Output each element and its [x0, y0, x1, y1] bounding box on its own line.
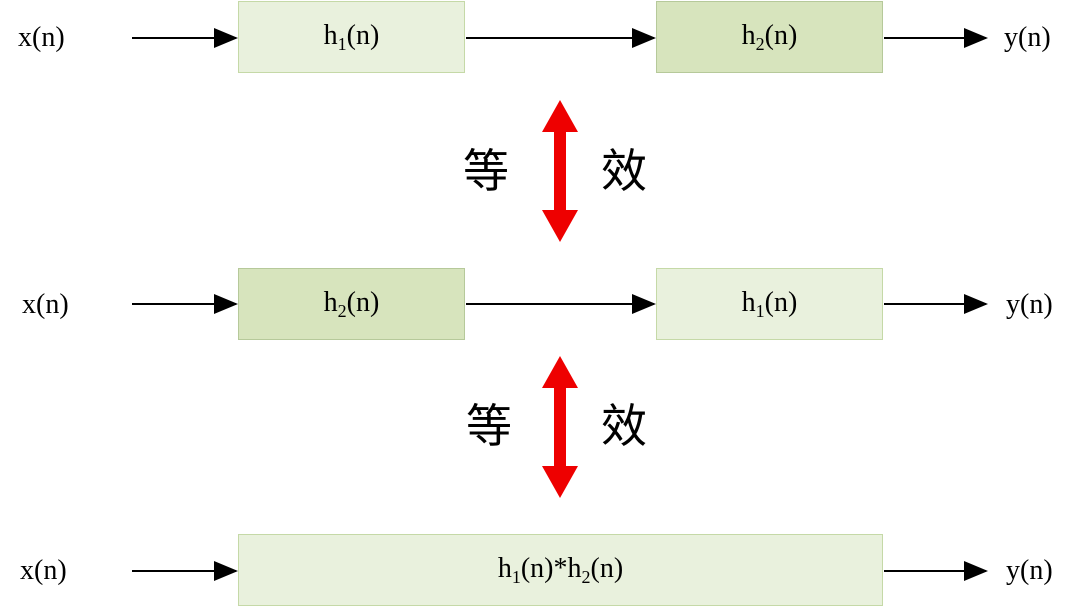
equivalence-char-right: 效 — [601, 399, 647, 453]
signal-arrows — [132, 294, 988, 314]
system-row-1: x(n) h1(n) h2(n) y(n) — [0, 1, 1088, 75]
input-label: x(n) — [22, 289, 69, 320]
block-h2: h2(n) — [238, 268, 465, 340]
equivalence-char-left: 等 — [463, 144, 509, 198]
block-convolution: h1(n)*h2(n) — [238, 534, 883, 606]
block-h2: h2(n) — [656, 1, 883, 73]
output-label: y(n) — [1004, 22, 1051, 53]
output-label: y(n) — [1006, 289, 1053, 320]
system-row-2: x(n) h2(n) h1(n) y(n) — [0, 268, 1088, 342]
signal-arrows — [132, 28, 988, 48]
block-label: h1(n)*h2(n) — [497, 552, 624, 587]
block-label: h2(n) — [741, 19, 798, 54]
equivalence-char-right: 效 — [601, 144, 647, 198]
output-label: y(n) — [1006, 555, 1053, 586]
block-h1: h1(n) — [656, 268, 883, 340]
system-row-3: x(n) h1(n)*h2(n) y(n) — [0, 534, 1088, 608]
equivalence-char-left: 等 — [466, 399, 512, 453]
signal-arrows — [132, 561, 988, 581]
input-label: x(n) — [18, 22, 65, 53]
block-label: h1(n) — [741, 286, 798, 321]
input-label: x(n) — [20, 555, 67, 586]
block-label: h1(n) — [323, 19, 380, 54]
block-h1: h1(n) — [238, 1, 465, 73]
block-label: h2(n) — [323, 286, 380, 321]
